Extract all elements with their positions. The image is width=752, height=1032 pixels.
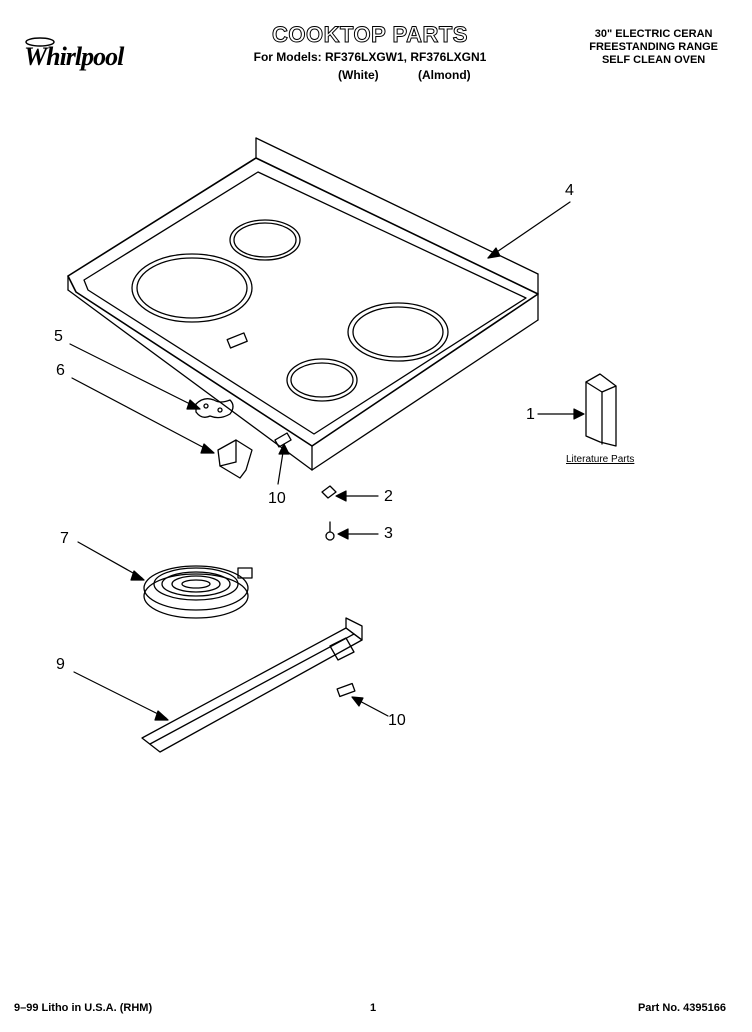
callout-3: 3 — [384, 525, 393, 542]
model-colors: (White) (Almond) — [338, 68, 498, 82]
callout-6: 6 — [56, 362, 65, 379]
literature-parts-label: Literature Parts — [566, 454, 635, 465]
page-title: COOKTOP PARTS — [272, 22, 468, 48]
page-number: 1 — [370, 1002, 377, 1014]
leader-lines — [69, 201, 585, 721]
callout-5: 5 — [54, 328, 63, 345]
models-line: For Models: RF376LXGW1, RF376LXGN1 — [253, 50, 487, 64]
desc-line-3: SELF CLEAN OVEN — [601, 54, 706, 66]
desc-line-2: FREESTANDING RANGE — [589, 41, 718, 53]
brand-name: Whirlpool — [24, 42, 124, 71]
callout-7: 7 — [60, 530, 69, 547]
radiant-element-part[interactable] — [143, 565, 253, 619]
color-white: (White) — [338, 68, 379, 82]
desc-line-1: 30" ELECTRIC CERAN — [594, 28, 713, 40]
color-almond: (Almond) — [418, 68, 471, 82]
callout-10-upper: 10 — [268, 490, 286, 507]
callout-4: 4 — [565, 182, 574, 199]
clip-part[interactable] — [321, 485, 337, 499]
part-number: Part No. 4395166 — [637, 1002, 726, 1014]
bracket-part[interactable] — [217, 439, 253, 479]
callout-9: 9 — [56, 656, 65, 673]
screw-part-lower[interactable] — [336, 682, 356, 698]
callout-1: 1 — [526, 406, 535, 423]
sensor-wire-part[interactable] — [195, 398, 234, 419]
callout-2: 2 — [384, 488, 393, 505]
cooktop-glass-part[interactable] — [67, 137, 539, 471]
callout-10-lower: 10 — [388, 712, 406, 729]
whirlpool-logo: Whirlpool — [18, 34, 146, 74]
footer-litho: 9–99 Litho in U.S.A. (RHM) — [14, 1002, 153, 1014]
product-description: 30" ELECTRIC CERAN FREESTANDING RANGE SE… — [589, 28, 718, 67]
logo-swoosh-icon — [25, 37, 55, 47]
screw-part[interactable] — [325, 521, 335, 541]
literature-parts-packet[interactable] — [585, 373, 617, 447]
support-rail-part[interactable] — [141, 617, 363, 753]
screw-part-upper[interactable] — [274, 432, 292, 448]
